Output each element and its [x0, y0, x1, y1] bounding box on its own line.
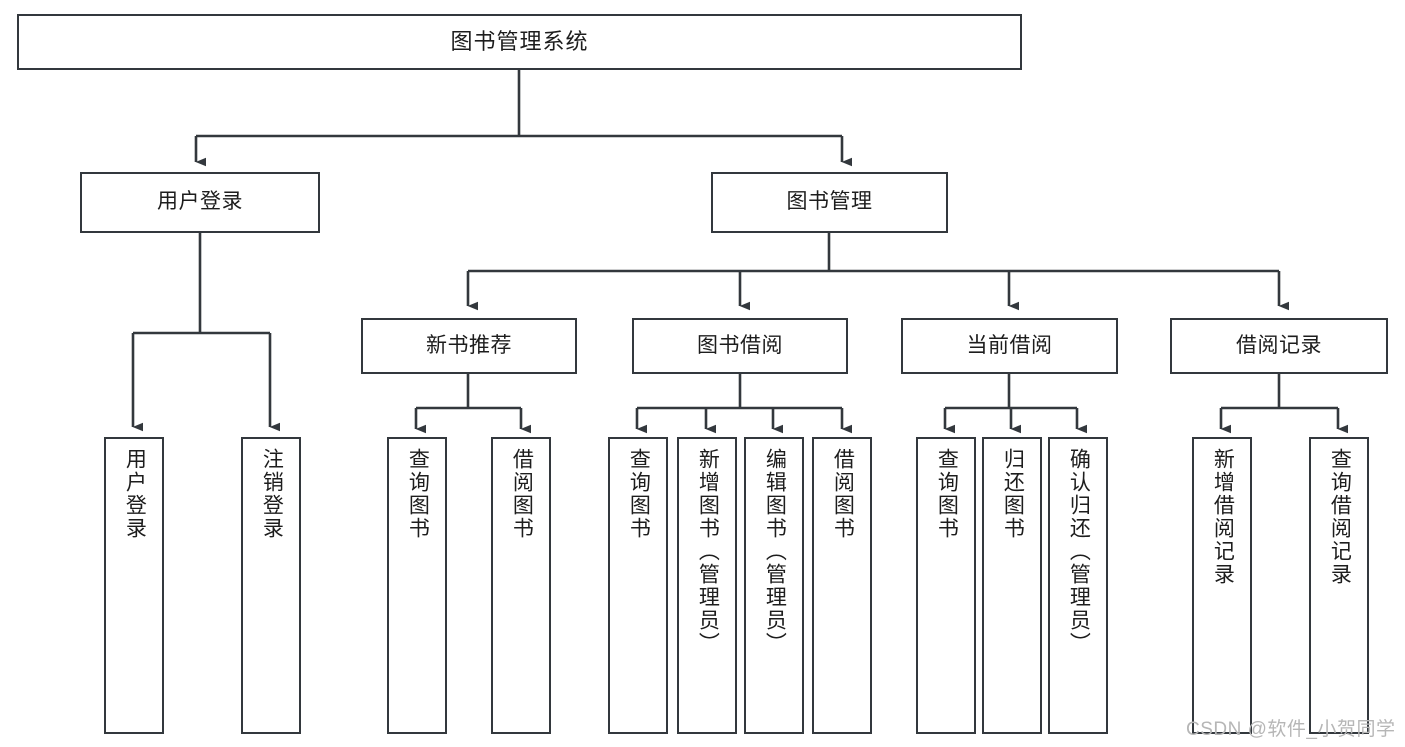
node-label: 借阅记录 [1236, 333, 1322, 357]
node-label: 借阅图书 [510, 448, 534, 540]
node-label: 借阅图书 [831, 448, 855, 540]
node-leaf-add-book-admin[interactable]: 新增图书（管理员） [677, 437, 737, 734]
node-label: 确认归还（管理员） [1067, 448, 1091, 655]
node-label: 新增借阅记录 [1211, 448, 1235, 586]
node-label: 图书管理系统 [450, 29, 589, 55]
node-label: 新书推荐 [426, 333, 512, 357]
node-label: 查询图书 [935, 448, 959, 540]
node-leaf-query-book-new[interactable]: 查询图书 [387, 437, 447, 734]
node-label: 查询图书 [406, 448, 430, 540]
node-leaf-logout[interactable]: 注销登录 [241, 437, 301, 734]
node-label: 查询借阅记录 [1328, 448, 1352, 586]
node-label: 注销登录 [260, 448, 284, 540]
node-label: 用户登录 [157, 190, 243, 214]
node-user-login[interactable]: 用户登录 [80, 172, 320, 233]
node-leaf-query-book-borrow[interactable]: 查询图书 [608, 437, 668, 734]
node-leaf-borrow-book[interactable]: 借阅图书 [812, 437, 872, 734]
node-leaf-query-book-current[interactable]: 查询图书 [916, 437, 976, 734]
node-leaf-return-book[interactable]: 归还图书 [982, 437, 1042, 734]
node-label: 当前借阅 [966, 333, 1053, 357]
node-label: 新增图书（管理员） [696, 448, 720, 655]
node-label: 图书管理 [786, 190, 873, 214]
node-label: 归还图书 [1001, 448, 1025, 540]
node-label: 图书借阅 [697, 333, 783, 357]
node-book-management[interactable]: 图书管理 [711, 172, 948, 233]
node-label: 用户登录 [123, 448, 147, 540]
node-borrow-record[interactable]: 借阅记录 [1170, 318, 1388, 374]
node-label: 查询图书 [627, 448, 651, 540]
node-new-book-recommend[interactable]: 新书推荐 [361, 318, 577, 374]
node-leaf-borrow-book-new[interactable]: 借阅图书 [491, 437, 551, 734]
node-leaf-user-login[interactable]: 用户登录 [104, 437, 164, 734]
node-label: 编辑图书（管理员） [763, 448, 787, 655]
node-root-book-management-system[interactable]: 图书管理系统 [17, 14, 1022, 70]
node-leaf-query-borrow-record[interactable]: 查询借阅记录 [1309, 437, 1369, 734]
node-leaf-add-borrow-record[interactable]: 新增借阅记录 [1192, 437, 1252, 734]
node-leaf-confirm-return-admin[interactable]: 确认归还（管理员） [1048, 437, 1108, 734]
node-current-borrow[interactable]: 当前借阅 [901, 318, 1118, 374]
node-book-borrow[interactable]: 图书借阅 [632, 318, 848, 374]
csdn-watermark: CSDN @软件_小贺同学 [1186, 719, 1396, 740]
node-leaf-edit-book-admin[interactable]: 编辑图书（管理员） [744, 437, 804, 734]
